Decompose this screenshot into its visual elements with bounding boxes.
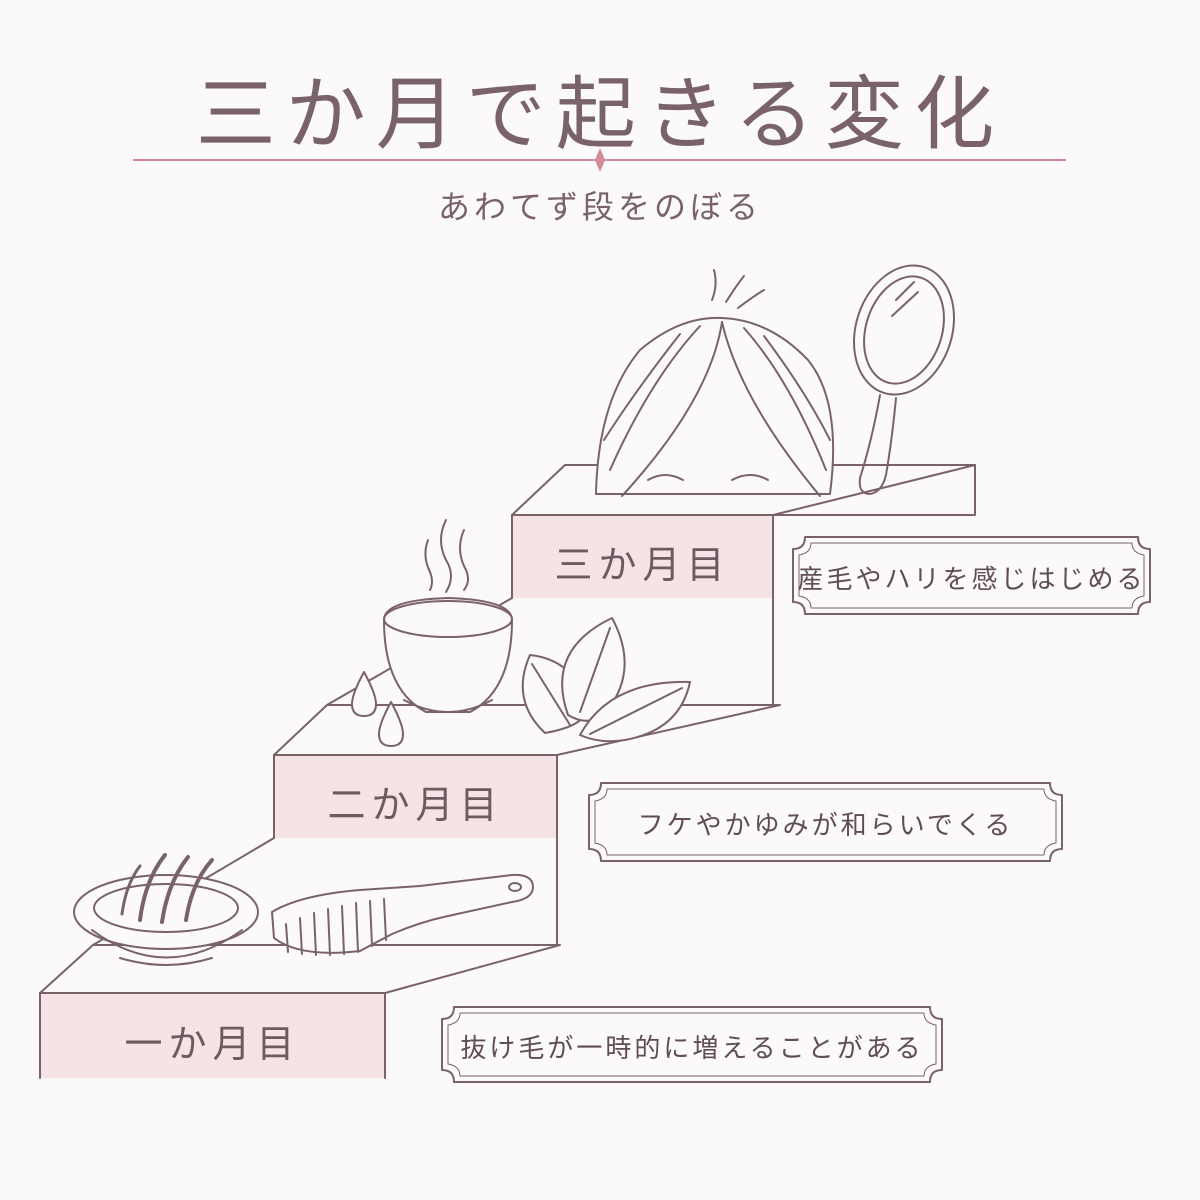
- description-box-1: [441, 1006, 943, 1083]
- water-drops-icon: [351, 671, 404, 747]
- title-divider: [133, 148, 1066, 172]
- hair-dish-icon: [73, 853, 259, 966]
- leaves-icon: [521, 617, 691, 743]
- hair-head-icon: [595, 269, 835, 497]
- description-box-2: [588, 782, 1063, 862]
- step-description-1: 抜け毛が一時的に増えることがある: [460, 1034, 924, 1064]
- step-label-2: 二か月目: [327, 783, 504, 827]
- step-label-1: 一か月目: [124, 1022, 301, 1066]
- description-box-3: [792, 536, 1151, 615]
- step-description-2: フケやかゆみが和らいでくる: [637, 811, 1014, 841]
- step-description-3: 産毛やハリを感じはじめる: [797, 565, 1146, 595]
- step-label-3: 三か月目: [554, 543, 731, 587]
- hand-mirror-icon: [853, 264, 955, 495]
- page-subtitle: あわてず段をのぼる: [437, 188, 762, 226]
- comb-icon: [271, 873, 534, 956]
- page-title: 三か月で起きる変化: [195, 68, 1005, 161]
- teacup-icon: [383, 519, 513, 713]
